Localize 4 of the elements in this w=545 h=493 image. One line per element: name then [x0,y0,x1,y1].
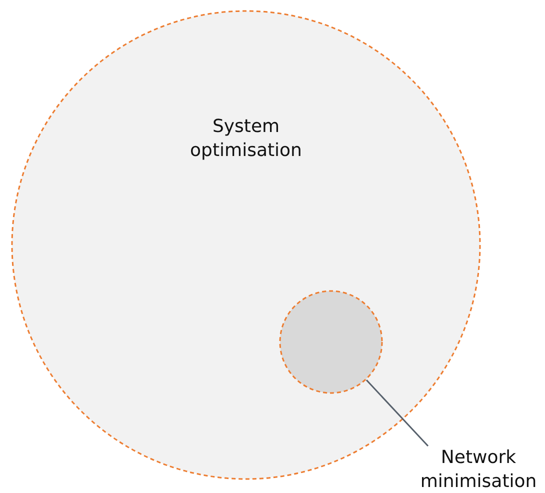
inner-circle [279,290,383,394]
callout-label: Network minimisation [419,446,538,493]
circle-label: System optimisation [189,115,303,163]
leader-line [366,380,429,447]
